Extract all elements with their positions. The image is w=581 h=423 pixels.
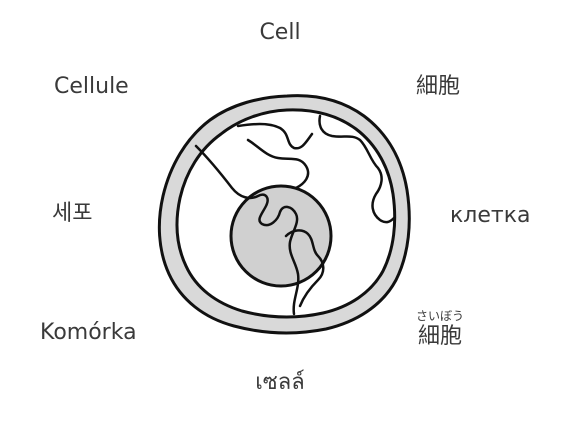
label-japanese-kanji: 細胞 — [416, 74, 461, 99]
label-thai: เซลล์ — [255, 370, 305, 395]
label-english: Cell — [259, 20, 301, 45]
ruby-base: 細胞 — [417, 324, 463, 349]
label-korean: 세포 — [52, 201, 93, 226]
label-polish: Komórka — [40, 320, 137, 345]
ruby-reading: さいぼう — [415, 309, 465, 323]
nucleus — [229, 184, 333, 288]
cytoplasm-line-top — [236, 122, 314, 150]
label-japanese-ruby: さいぼう 細胞 — [416, 310, 464, 348]
cytoplasm-line-left — [194, 144, 300, 316]
cytoplasm-line-mid — [246, 138, 310, 190]
cytoplasm-line-lower — [284, 229, 325, 308]
label-french: Cellule — [54, 74, 129, 99]
label-russian: клетка — [450, 203, 531, 228]
cytoplasm-line-right — [318, 114, 396, 224]
